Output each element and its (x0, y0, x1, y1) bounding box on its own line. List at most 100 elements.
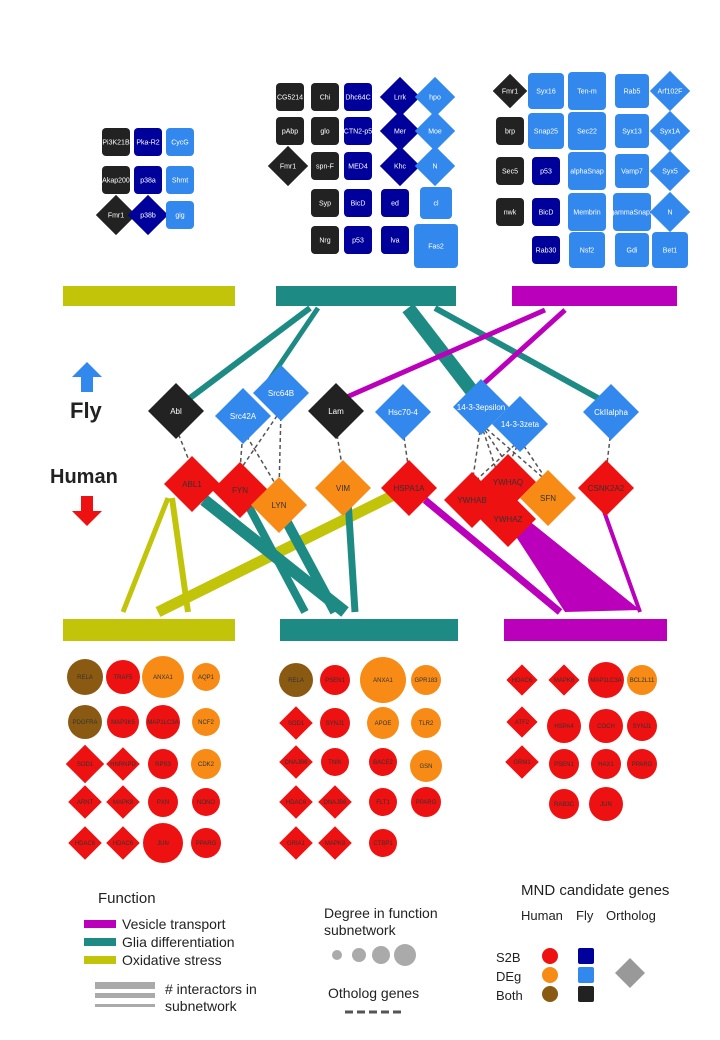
edge-glia-10 (244, 503, 309, 614)
legend-swatch-glia (84, 938, 116, 946)
gene-label: PSEN1 (554, 762, 574, 768)
human-gene-hdac6: HDAC6 (506, 664, 538, 696)
edge-glia-3 (433, 305, 607, 405)
fly-gene-syx13: Syx13 (615, 114, 649, 148)
fly-gene-dhc64c: Dhc64C (344, 83, 372, 111)
gene-label: TRAF5 (113, 675, 133, 681)
human-gene-anxa1: ANXA1 (360, 657, 406, 703)
gene-label: Membrin (573, 209, 600, 216)
gene-label: APOE (375, 721, 392, 727)
gene-label: 14-3-3epsilon (457, 403, 505, 412)
ortholog-link-7 (480, 423, 509, 467)
gene-label: AQP1 (198, 675, 215, 681)
fly-gene-glo: glo (311, 117, 339, 145)
function-bar-glia-human (280, 619, 458, 641)
human-gene-pdgfra: PDGFRA (68, 705, 102, 739)
mnd-row-s2b: S2B (496, 950, 521, 965)
human-ortholog-ywhaz: YWHAZ (480, 491, 536, 547)
mnd-row-deg: DEg (496, 969, 522, 984)
edge-vesicle-wedge (500, 512, 640, 612)
gene-label: PDGFRA (72, 720, 97, 726)
human-gene-pparg: PPARG (191, 828, 221, 858)
gene-label: Syx13 (622, 128, 642, 135)
human-gene-grm1: GRM1 (505, 745, 539, 779)
gene-label: COCH (597, 724, 615, 730)
legend-human-s2b (542, 948, 558, 964)
human-gene-rps3: RPS3 (148, 749, 178, 779)
fly-gene-gammasnap2: gammaSnap2 (610, 193, 654, 231)
gene-label: DNAJB6 (323, 800, 347, 806)
gene-label: SOD1 (288, 721, 305, 727)
gene-label: Fmr1 (108, 212, 124, 219)
legend-degree-circle-0 (332, 950, 342, 960)
mnd-row-both: Both (496, 988, 523, 1003)
gene-label: ANXA1 (373, 678, 393, 684)
gene-label: DNAJB6 (284, 760, 308, 766)
legend-degree-circle-2 (372, 946, 390, 964)
human-gene-bace2: BACE2 (369, 748, 397, 776)
fly-gene-syx16: Syx16 (528, 73, 564, 109)
legend-ortholog-genes-label: Otholog genes (328, 985, 420, 1001)
legend-human-both (542, 986, 558, 1002)
gene-label: TLR2 (419, 721, 434, 727)
edge-oxidative-6 (120, 497, 171, 613)
human-gene-psen1: PSEN1 (320, 665, 350, 695)
human-gene-arnt: ARNT (68, 785, 102, 819)
gene-label: RELA (288, 678, 304, 684)
human-gene-coch: COCH (589, 709, 623, 743)
gene-label: Fas2 (428, 243, 444, 250)
human-gene-hdac6: HDAC6 (68, 826, 102, 860)
fly-ortholog-abl: Abl (148, 383, 204, 439)
human-gene-mapk8: MAPK8 (548, 664, 580, 696)
gene-label: PPARG (632, 762, 653, 768)
human-gene-anxa1: ANXA1 (142, 656, 184, 698)
legend-interactor-line-1 (95, 993, 155, 998)
gene-label: YWHAQ (493, 478, 523, 487)
gene-label: ABL1 (182, 480, 202, 489)
gene-label: MAP1LC3A (590, 678, 621, 684)
gene-label: 14-3-3zeta (501, 420, 540, 429)
gene-label: CG5214 (277, 94, 303, 101)
gene-label: VIM (336, 484, 351, 493)
fly-gene-pabp: pAbp (276, 117, 304, 145)
gene-label: ANXA1 (153, 675, 173, 681)
human-gene-hspa4: HSPA4 (547, 709, 581, 743)
fly-gene-ctn2-p5: CTN2-p5 (344, 117, 372, 145)
fly-gene-nrg: Nrg (311, 226, 339, 254)
gene-label: Nsf2 (580, 247, 595, 254)
gene-label: ARNT (77, 800, 94, 806)
human-ortholog-hspa1a: HSPA1A (381, 460, 437, 516)
gene-label: GPR183 (414, 678, 438, 684)
gene-label: CycG (171, 139, 189, 146)
gene-label: Nrg (319, 237, 330, 244)
fly-gene-syx1a: Syx1A (649, 110, 691, 152)
fly-gene-bet1: Bet1 (652, 232, 688, 268)
human-gene-cdk2: CDK2 (191, 749, 221, 779)
gene-label: BicD (539, 209, 554, 216)
gene-label: LYN (272, 501, 287, 510)
gene-label: Vamp7 (621, 168, 643, 175)
gene-label: HDAC6 (286, 800, 307, 806)
human-gene-hnrnpd: HNRNPD (106, 747, 140, 781)
fly-gene-snap25: Snap25 (528, 113, 564, 149)
fly-gene-p38a: p38a (134, 166, 162, 194)
human-gene-bcl2l11: BCL2L11 (627, 665, 657, 695)
gene-label: Mer (394, 128, 407, 135)
fly-gene-pka-r2: Pka-R2 (134, 128, 162, 156)
gene-label: BicD (351, 200, 366, 207)
fly-gene-cl: cl (420, 187, 452, 219)
edge-vesicle-5 (468, 308, 567, 398)
human-gene-dnajb6: DNAJB6 (318, 785, 352, 819)
human-gene-rela: RELA (279, 663, 313, 697)
gene-label: p38a (140, 177, 156, 184)
gene-label: Arf102F (658, 88, 683, 95)
gene-label: Sec5 (502, 168, 518, 175)
gene-label: ed (391, 200, 399, 207)
human-gene-ncf2: NCF2 (192, 708, 220, 736)
fly-gene-cg5214: CG5214 (276, 83, 304, 111)
human-ortholog-abl1: ABL1 (164, 456, 220, 512)
fly-gene-rab5: Rab5 (615, 74, 649, 108)
fly-ortholog-src42a: Src42A (215, 388, 271, 444)
human-ortholog-vim: VIM (315, 460, 371, 516)
